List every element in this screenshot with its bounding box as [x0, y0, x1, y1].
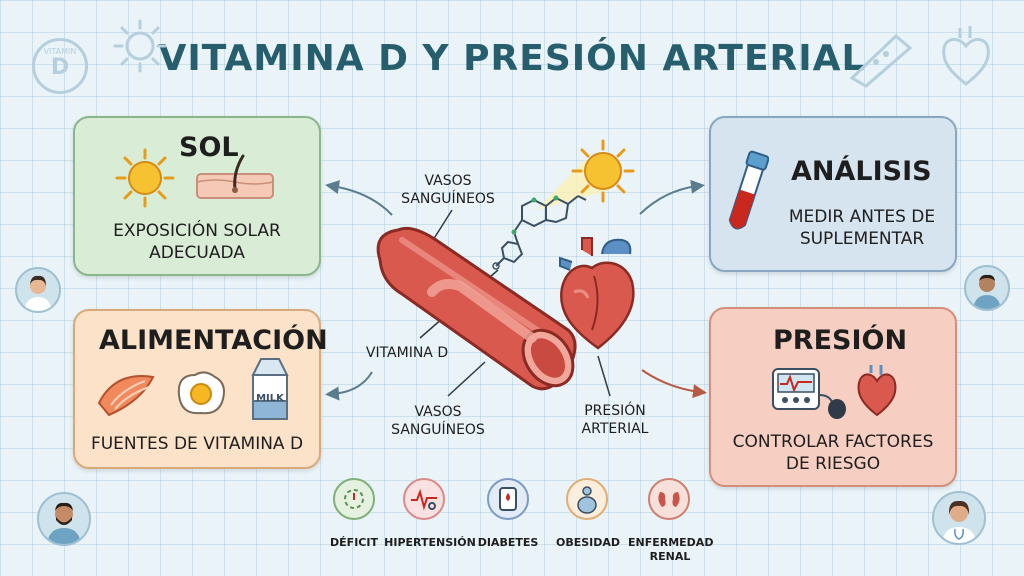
analisis-heading: ANÁLISIS [791, 156, 932, 187]
sun-icon [115, 148, 175, 208]
presion-arterial-line2: ARTERIAL [581, 421, 649, 437]
vasos-bottom-line1: VASOS [414, 404, 462, 420]
vitamin-d-molecule-icon [492, 195, 587, 270]
arrow-to-presion [641, 369, 707, 399]
vasos-top-line2: SANGUÍNEOS [401, 191, 495, 207]
analisis-text: MEDIR ANTES DE SUPLEMENTAR [765, 206, 959, 250]
alimentacion-text: FUENTES DE VITAMINA D [90, 434, 304, 454]
arrow-to-alimentacion [325, 371, 373, 401]
page-title: VITAMINA D Y PRESIÓN ARTERIAL [158, 38, 866, 79]
badge-top-text: VITAMIN [43, 47, 77, 56]
obesidad-label: OBESIDAD [555, 536, 621, 549]
salmon-icon [97, 375, 155, 417]
sol-heading: SOL [179, 132, 239, 163]
milk-carton-icon [251, 358, 289, 420]
presion-heading: PRESIÓN [773, 325, 908, 356]
analisis-text-line1: MEDIR ANTES DE [788, 207, 936, 227]
milk-label: MILK [256, 393, 284, 404]
blood-tube-icon [728, 150, 769, 230]
sol-text: EXPOSICIÓN SOLAR ADECUADA [75, 220, 319, 264]
badge-letter: D [50, 55, 70, 80]
vitamin-d-badge-icon: VITAMIN D [32, 38, 88, 94]
avatar-doctor [932, 491, 986, 545]
presion-card: PRESIÓN CONTROLAR FACTORES DE RIESGO [709, 307, 957, 487]
presion-text-line2: DE RIESGO [785, 454, 881, 474]
vitamina-d-label: VITAMINA D [365, 345, 449, 361]
presion-text-line1: CONTROLAR FACTORES [732, 432, 934, 452]
deficit-label: DÉFICIT [330, 536, 378, 549]
diabetes-label: DIABETES [477, 536, 539, 549]
blood-pressure-monitor-icon [772, 368, 846, 419]
arrow-to-analisis [639, 179, 705, 215]
avatar-man-right [964, 265, 1010, 311]
vessel-outline-icon [849, 33, 913, 88]
anatomical-heart-icon [559, 237, 635, 350]
avatar-woman-left [15, 267, 61, 313]
deficit-icon [333, 478, 375, 520]
enfermedad-renal-icon [648, 478, 690, 520]
egg-icon [177, 371, 225, 415]
vasos-bottom-line2: SANGUÍNEOS [391, 422, 485, 438]
alimentacion-card: ALIMENTACIÓN MILK FUENTES DE VITAMINA D [73, 309, 328, 469]
skin-icon [196, 154, 274, 199]
hipertension-label: HIPERTENSIÓN [384, 536, 476, 549]
obesidad-icon [566, 478, 608, 520]
sol-text-line2: ADECUADA [149, 243, 245, 263]
arrow-to-sol [325, 180, 393, 216]
vasos-top-line1: VASOS [424, 173, 472, 189]
sol-text-line1: EXPOSICIÓN SOLAR [113, 221, 281, 241]
vasos-bottom-label: VASOS SANGUÍNEOS [388, 403, 488, 439]
sun-outline-icon [113, 19, 167, 73]
analisis-text-line2: SUPLEMENTAR [799, 229, 925, 249]
enfermedad-renal-line1: ENFERMEDAD [628, 536, 714, 549]
avatar-bearded-man [37, 492, 91, 546]
hipertension-icon [403, 478, 445, 520]
blood-vessel-icon [376, 226, 577, 391]
alimentacion-heading: ALIMENTACIÓN [99, 325, 328, 356]
sun-small-icon [571, 139, 635, 203]
presion-arterial-label: PRESIÓN ARTERIAL [570, 402, 660, 438]
heart-icon [857, 365, 897, 417]
presion-arterial-line1: PRESIÓN [584, 403, 646, 419]
enfermedad-renal-line2: RENAL [649, 550, 691, 563]
heart-outline-icon [942, 26, 990, 86]
vasos-top-label: VASOS SANGUÍNEOS [398, 172, 498, 208]
enfermedad-renal-label: ENFERMEDAD RENAL [628, 536, 714, 564]
sol-card: SOL EXPOSICIÓN SOLAR ADECUADA [73, 116, 321, 276]
diabetes-icon [487, 478, 529, 520]
presion-text: CONTROLAR FACTORES DE RIESGO [711, 431, 955, 475]
analisis-card: ANÁLISIS MEDIR ANTES DE SUPLEMENTAR [709, 116, 957, 272]
